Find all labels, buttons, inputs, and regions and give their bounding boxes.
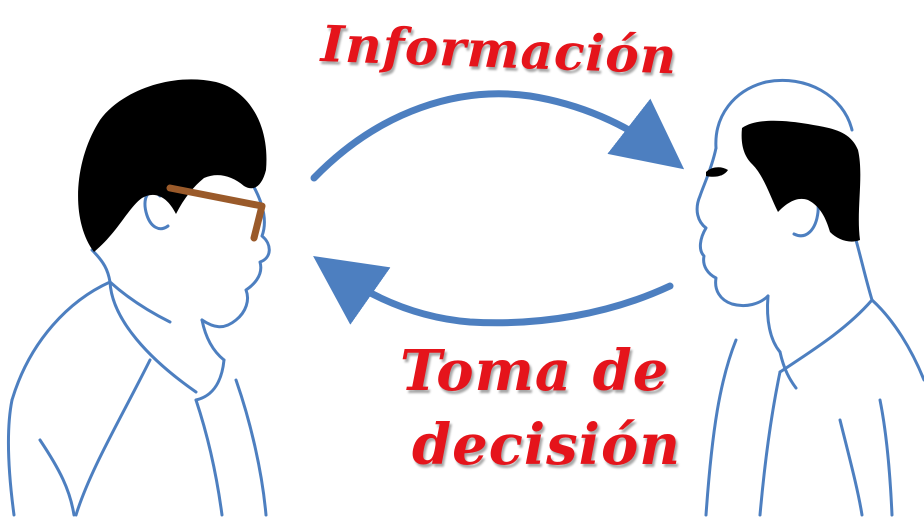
glasses-icon	[166, 184, 266, 242]
left-hair-shape	[78, 79, 267, 252]
right-hair-shape	[741, 120, 861, 242]
right-eyebrow-shape	[706, 167, 728, 177]
decision-label-line1: Toma de	[400, 338, 670, 404]
information-label: Información	[319, 14, 679, 86]
left-person-figure	[6, 178, 271, 517]
decision-arrow	[313, 255, 674, 327]
decision-label-line2: decisión	[412, 412, 682, 478]
information-arrow	[310, 90, 685, 182]
